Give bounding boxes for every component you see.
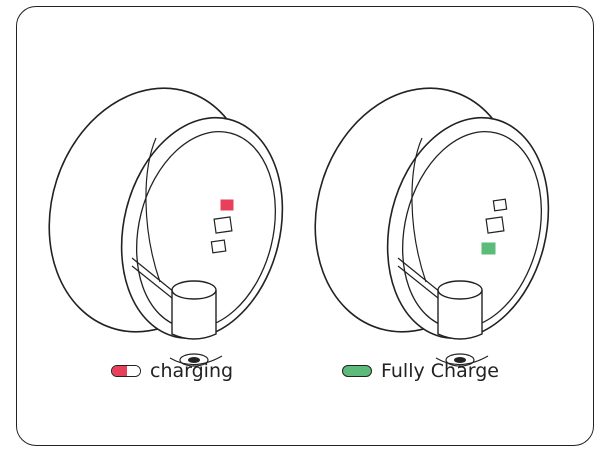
ring-left [17, 60, 306, 367]
full-charge-indicator-icon [342, 365, 372, 377]
charging-indicator-icon [111, 365, 141, 377]
ring-right [283, 60, 572, 367]
legend-full: Fully Charge [342, 360, 499, 382]
led-2-full [485, 216, 505, 234]
led-2-charging [213, 216, 233, 234]
led-1-full [492, 198, 508, 212]
led-3-charging [210, 239, 227, 254]
led-1-charging [220, 199, 234, 211]
legend-charging: charging [111, 360, 233, 382]
legend-charging-label: charging [150, 360, 234, 382]
led-3-full [481, 242, 496, 255]
legend-full-label: Fully Charge [381, 360, 499, 382]
